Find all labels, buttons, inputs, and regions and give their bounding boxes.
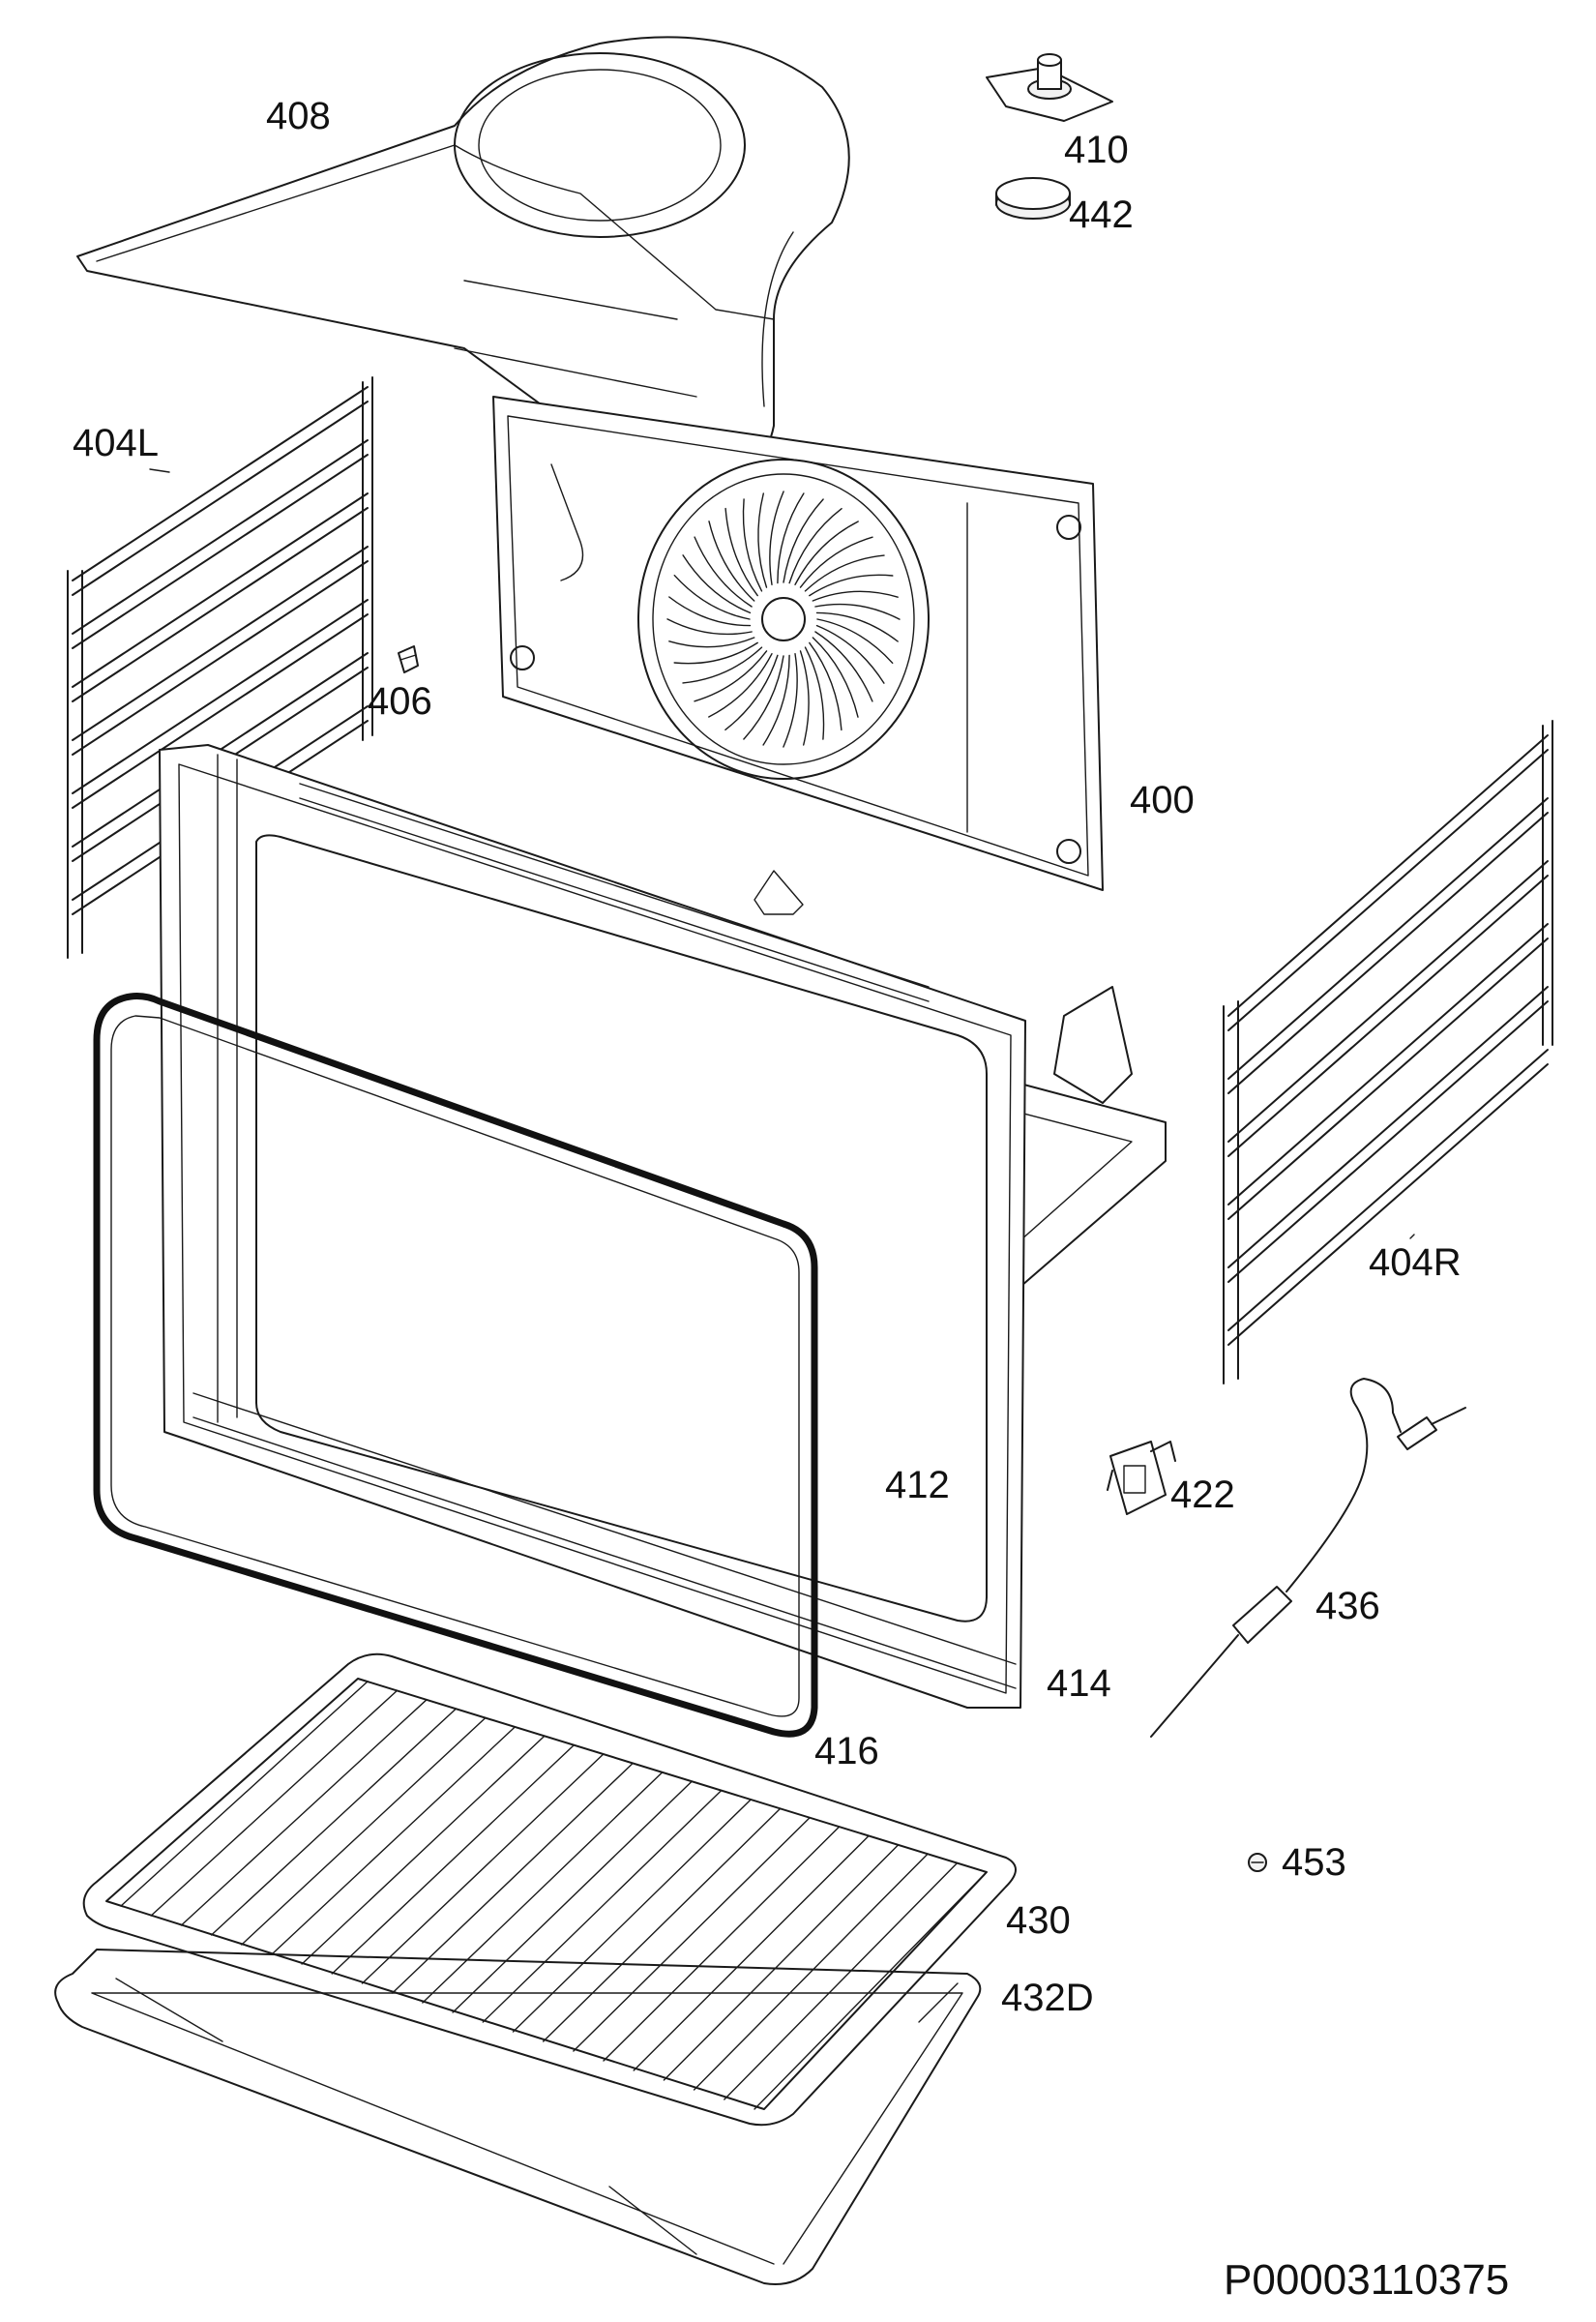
door-seal-icon <box>93 993 818 1738</box>
back-panel-icon <box>492 396 1104 891</box>
connector-icon <box>1107 1441 1176 1515</box>
part-label-422: 422 <box>1170 1474 1235 1516</box>
clip-icon <box>398 645 419 673</box>
wire-grid-icon <box>82 1652 1017 2127</box>
motor-bracket-icon <box>986 53 1113 122</box>
shelf-support-icon <box>67 376 373 959</box>
part-label-406: 406 <box>368 680 432 723</box>
fan-cover-icon <box>76 36 850 467</box>
drip-tray-icon <box>54 1949 982 2285</box>
part-label-430: 430 <box>1006 1899 1071 1942</box>
washer-icon <box>995 177 1071 220</box>
shelf-support-icon <box>1223 720 1553 1384</box>
part-label-404L: 404L <box>73 422 159 464</box>
part-label-416: 416 <box>814 1730 879 1772</box>
screw-icon <box>1248 1853 1267 1872</box>
part-label-442: 442 <box>1069 194 1134 236</box>
part-label-414: 414 <box>1047 1662 1111 1705</box>
part-label-453: 453 <box>1282 1841 1346 1884</box>
part-label-408: 408 <box>266 95 331 137</box>
part-label-410: 410 <box>1064 129 1129 171</box>
part-label-400: 400 <box>1130 779 1195 821</box>
front-frame-icon <box>159 744 1026 1709</box>
drawing-reference-code: P00003110375 <box>1224 2256 1510 2304</box>
part-label-404R: 404R <box>1369 1241 1462 1284</box>
leader-lines <box>149 468 1415 1239</box>
temperature-probe-icon <box>1150 1378 1466 1738</box>
part-label-412: 412 <box>885 1464 950 1506</box>
part-label-432D: 432D <box>1001 1977 1094 2019</box>
part-label-436: 436 <box>1315 1585 1380 1627</box>
